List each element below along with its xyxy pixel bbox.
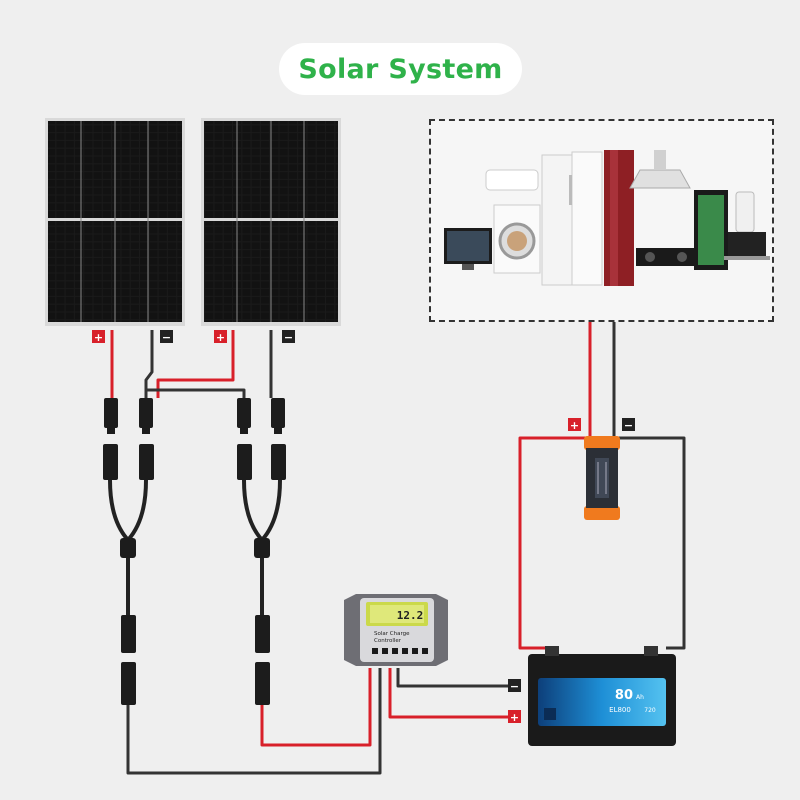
mc4-connector-icon: [255, 662, 270, 705]
right-y-branch: [242, 479, 282, 542]
panel1-negative-wire: [144, 330, 154, 398]
battery-model-code: EL800: [609, 706, 631, 714]
mc4-connector-icon: [104, 398, 118, 434]
battery-capacity: 80: [615, 688, 633, 703]
controller-label-line2: Controller: [374, 638, 402, 644]
controller-display-reading: 12.2: [397, 609, 424, 622]
mc4-connector-icon: [271, 444, 286, 480]
battery-rating: 720: [644, 707, 656, 714]
solar-panel-1: [45, 118, 185, 326]
panel2-positive-badge: +: [214, 330, 227, 344]
left-y-branch: [108, 479, 148, 542]
solar-panel-2: [201, 118, 341, 326]
charge-controller-icon: 12.2 Solar Charge Controller: [344, 594, 448, 666]
svg-text:+: +: [510, 711, 519, 724]
y-branch-connector-icon: [120, 538, 136, 558]
inverter-icon: [584, 436, 620, 520]
mc4-connectors: [103, 398, 286, 705]
inverter-negative-badge: −: [622, 418, 635, 432]
controller-battery-positive: [388, 668, 508, 719]
controller-label-line1: Solar Charge: [374, 631, 410, 637]
battery-positive-badge: +: [508, 710, 521, 724]
page-title: Solar System: [298, 53, 503, 85]
mc4-connector-icon: [271, 398, 285, 434]
controller-battery-negative: [396, 668, 508, 688]
title-pill: Solar System: [279, 43, 522, 95]
panel-crossover-black: [146, 388, 246, 398]
battery-icon: 80 Ah EL800 720: [528, 646, 676, 746]
mc4-connector-icon: [255, 615, 270, 653]
pv-negative-to-controller: [126, 668, 382, 775]
svg-text:−: −: [162, 331, 171, 344]
svg-text:−: −: [284, 331, 293, 344]
svg-text:+: +: [570, 419, 579, 432]
inverter-positive-badge: +: [568, 418, 581, 432]
panel1-positive-badge: +: [92, 330, 105, 344]
terminal-badges: + − + − + − − +: [92, 330, 635, 724]
mc4-connector-icon: [139, 398, 153, 434]
svg-text:−: −: [510, 680, 519, 693]
battery-negative-badge: −: [508, 679, 521, 693]
mc4-connector-icon: [237, 444, 252, 480]
battery-capacity-unit: Ah: [636, 694, 644, 701]
svg-text:−: −: [624, 419, 633, 432]
svg-text:+: +: [94, 331, 103, 344]
battery-inverter-negative: [612, 436, 686, 650]
mc4-connector-icon: [139, 444, 154, 480]
mc4-connector-icon: [237, 398, 251, 434]
mc4-connector-icon: [121, 615, 136, 653]
appliances-icon: [444, 150, 770, 286]
battery-inverter-positive: [518, 436, 592, 650]
pv-positive-to-controller: [260, 668, 372, 747]
mc4-connector-icon: [121, 662, 136, 705]
panel2-negative-badge: −: [282, 330, 295, 344]
svg-text:+: +: [216, 331, 225, 344]
mc4-connector-icon: [103, 444, 118, 480]
panel1-negative-badge: −: [160, 330, 173, 344]
y-branch-connector-icon: [254, 538, 270, 558]
